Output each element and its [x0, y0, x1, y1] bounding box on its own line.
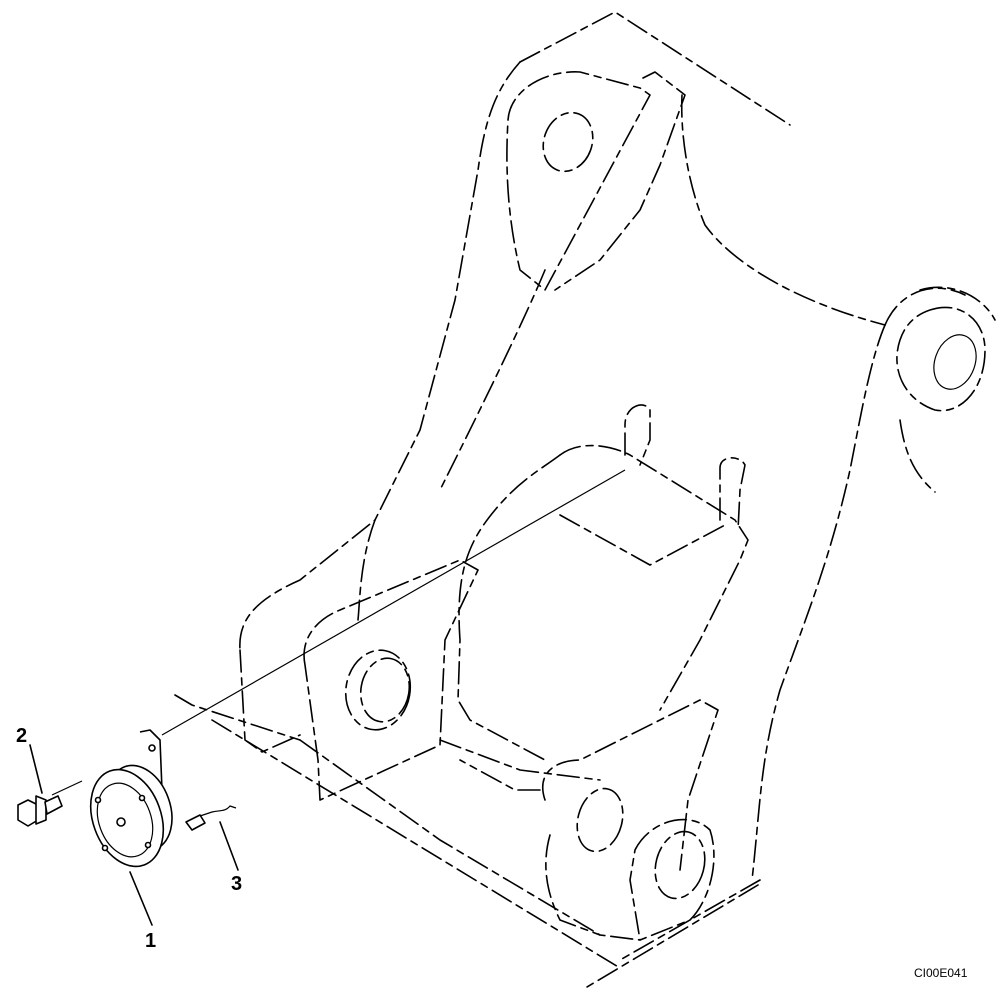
- callout-label-3: 3: [231, 873, 242, 895]
- boom-bracket-phantom: [174, 11, 996, 991]
- callout-leaders: [29, 744, 239, 926]
- bolt-part: [17, 795, 63, 827]
- lower-pin-bracket: [303, 559, 719, 941]
- horn-part: [89, 729, 173, 868]
- mounting-guide-lines: [51, 469, 626, 796]
- callout-label-2: 2: [16, 725, 27, 747]
- figure-code: CI00E041: [914, 966, 968, 980]
- callout-label-1: 1: [145, 930, 156, 952]
- terminal-part: [185, 805, 237, 831]
